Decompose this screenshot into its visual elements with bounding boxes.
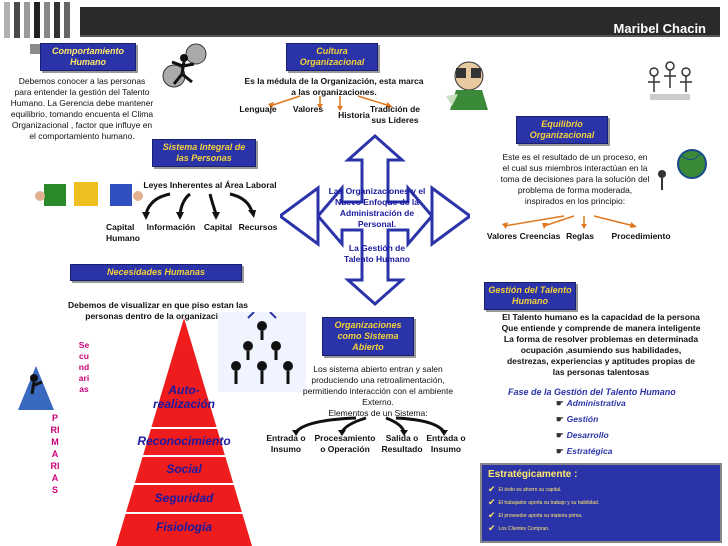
equilibrio-item-procedimiento: Procedimiento xyxy=(611,231,671,241)
equilibrio-arrows xyxy=(502,215,637,229)
abierto-text: Los sistema abierto entran y salen produ… xyxy=(302,364,454,407)
necesidades-title: Necesidades Humanas xyxy=(70,264,242,281)
abierto-title: Organizaciones como Sistema Abierto xyxy=(322,317,414,356)
sistema-arrows xyxy=(142,192,256,220)
pointing-hand-icon: ☛ xyxy=(556,414,564,424)
checkmark-icon: ✔ xyxy=(488,497,496,507)
sistema-item-recursos: Recursos xyxy=(238,222,278,232)
pyramid-shape xyxy=(116,318,252,546)
author-name: Maribel Chacin xyxy=(613,21,706,36)
pyramid-level-seguridad: Seguridad xyxy=(154,491,214,505)
deco-square xyxy=(30,44,40,54)
pyramid-level-fisiologia: Fisiología xyxy=(155,520,212,534)
cultura-text: Es la médula de la Organización, esta ma… xyxy=(244,76,424,97)
climber-icon xyxy=(14,360,58,410)
puzzle-hands-icon xyxy=(34,176,144,216)
primarias-label: PRIMARIAS xyxy=(50,413,60,495)
fase-title: Fase de la Gestión del Talento Humano xyxy=(508,387,676,397)
fase-item: ☛Desarrollo xyxy=(556,430,609,440)
estrategico-item: ✔Los Clientes Compran. xyxy=(488,523,550,533)
binoculars-person-icon xyxy=(440,56,498,110)
fase-item: ☛Gestión xyxy=(556,414,599,424)
estrategico-title: Estratégicamente : xyxy=(488,469,578,480)
secundarias-label: Secundarias xyxy=(78,340,90,394)
abierto-arrows xyxy=(292,416,448,436)
abierto-item-procesamiento: Procesamiento o Operación xyxy=(314,433,376,454)
fase-item: ☛Estratégica xyxy=(556,446,613,456)
comportamiento-title: Comportamiento Humano xyxy=(40,43,136,71)
pointing-hand-icon: ☛ xyxy=(556,430,564,440)
sistema-item-informacion: Información xyxy=(146,222,196,232)
header-bar: Maribel Chacin xyxy=(80,7,720,37)
equilibrio-item-valores: Valores xyxy=(486,231,518,241)
necesidades-text: Debemos de visualizar en que piso estan … xyxy=(68,300,248,321)
abierto-item-entrada-2: Entrada o Insumo xyxy=(426,433,466,454)
pyramid-divider xyxy=(117,512,251,514)
estrategico-item: ✔El éxito es ahorro su capital. xyxy=(488,484,562,494)
pyramid-divider xyxy=(122,455,246,457)
equilibrio-item-creencias: Creencias xyxy=(519,231,561,241)
pyramid-level-reconocimiento: Reconocimiento xyxy=(137,434,231,448)
cultura-item-valores: Valores xyxy=(292,104,324,114)
checkmark-icon: ✔ xyxy=(488,484,496,494)
header-stripes xyxy=(0,0,80,40)
pyramid-divider xyxy=(119,483,249,485)
estrategico-item: ✔El proveedor aporta su materia prima. xyxy=(488,510,583,520)
center-title: Las Organizaciones y el Nuevo Enfoque de… xyxy=(328,186,426,229)
equilibrio-title: Equilibrio Organizacional xyxy=(516,116,608,144)
talento-text: El Talento humano es la capacidad de la … xyxy=(501,312,701,377)
sistema-subtitle: Leyes Inherentes al Área Laboral xyxy=(143,180,277,190)
fase-item: ☛Administrativa xyxy=(556,398,626,408)
abierto-item-entrada: Entrada o Insumo xyxy=(266,433,306,454)
abierto-item-salida: Salida o Resultado xyxy=(381,433,423,454)
pointing-hand-icon: ☛ xyxy=(556,446,564,456)
sistema-item-capital-humano: Capital Humano xyxy=(106,222,140,243)
fase-list: ☛Administrativa ☛Gestión ☛Desarrollo ☛Es… xyxy=(556,398,676,462)
comportamiento-text: Debemos conocer a las personas para ente… xyxy=(10,76,154,141)
equilibrio-text: Este es el resultado de un proceso, en e… xyxy=(500,152,650,206)
cultura-item-tradicion: Tradición de sus Líderes xyxy=(369,104,421,125)
cultura-item-lenguaje: Lenguaje xyxy=(239,104,277,114)
cultura-item-historia: Historia xyxy=(338,110,370,120)
pyramid-divider xyxy=(128,427,240,429)
central-cross-arrow xyxy=(280,133,470,307)
cultura-title: Cultura Organizacional xyxy=(286,43,378,71)
estrategico-box: Estratégicamente : ✔El éxito es ahorro s… xyxy=(480,463,722,543)
checkmark-icon: ✔ xyxy=(488,510,496,520)
checkmark-icon: ✔ xyxy=(488,523,496,533)
talento-title: Gestión del Talento Humano xyxy=(484,282,576,310)
abierto-subtitle: Elementos de un Sistema: xyxy=(328,408,428,418)
sistema-title: Sistema Integral de las Personas xyxy=(152,139,256,167)
running-figure-icon xyxy=(160,40,210,92)
sistema-item-capital: Capital xyxy=(203,222,233,232)
pointing-hand-icon: ☛ xyxy=(556,398,564,408)
pyramid-level-social: Social xyxy=(166,462,202,476)
pyramid-level-autorrealizacion: Auto-realización xyxy=(152,383,216,411)
team-pyramid-icon xyxy=(218,311,306,392)
center-subtitle: La Gestión de Talento Humano xyxy=(344,243,410,264)
equilibrio-item-reglas: Reglas xyxy=(566,231,594,241)
cultura-arrows xyxy=(268,95,393,111)
people-group-icon xyxy=(644,58,696,110)
estrategico-item: ✔El trabajador aporta su trabajo y su ha… xyxy=(488,497,600,507)
globe-figures-icon xyxy=(652,146,710,192)
